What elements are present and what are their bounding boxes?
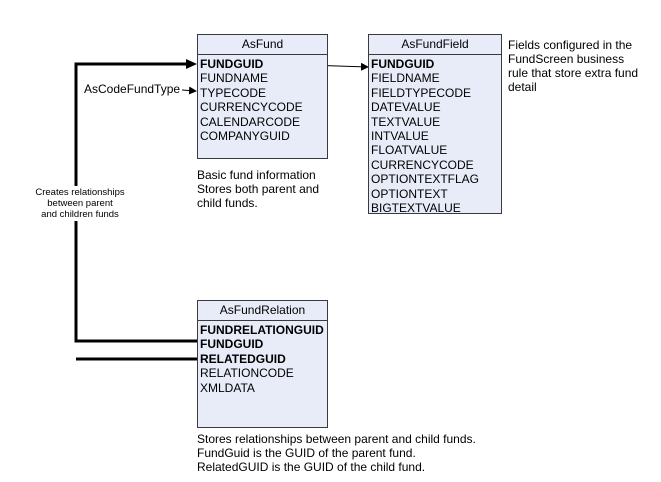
asfund-field-typecode: TYPECODE — [200, 85, 267, 100]
asfundfield-field-currencycode: CURRENCYCODE — [371, 157, 474, 172]
asfundrelation-title: AsFundRelation — [198, 301, 327, 321]
asfundfield-note: Fields configured in the FundScreen busi… — [508, 38, 638, 94]
asfund-field-companyguid: COMPANYGUID — [200, 129, 290, 144]
asfund-field-calendarcode: CALENDARCODE — [200, 114, 301, 129]
relationships-note-line: and children funds — [41, 209, 119, 220]
asfundfield-field-fieldtypecode: FIELDTYPECODE — [371, 85, 472, 100]
asfundrelation-fields: FUNDRELATIONGUID FUNDGUID RELATEDGUID RE… — [198, 321, 327, 395]
asfund-note: Basic fund information Stores both paren… — [197, 168, 319, 210]
asfundrelation-field-xmldata: XMLDATA — [200, 380, 255, 395]
asfundrelation-field-relationcode: RELATIONCODE — [200, 366, 294, 381]
asfundfield-field-floatvalue: FLOATVALUE — [371, 143, 448, 158]
asfund-note-line: child funds. — [197, 196, 258, 210]
asfundfield-note-line: detail — [508, 80, 537, 94]
relationships-note-line: between parent — [47, 198, 113, 209]
relationships-note-line: Creates relationships — [35, 187, 125, 198]
asfundfield-entity: AsFundField FUNDGUID FIELDNAME FIELDTYPE… — [368, 34, 502, 215]
asfundrelation-note-line: RelatedGUID is the GUID of the child fun… — [197, 460, 426, 474]
asfund-note-line: Basic fund information — [197, 168, 316, 182]
asfundrelation-note: Stores relationships between parent and … — [197, 432, 476, 474]
asfundfield-field-datevalue: DATEVALUE — [371, 100, 441, 115]
asfundfield-fields: FUNDGUID FIELDNAME FIELDTYPECODE DATEVAL… — [369, 55, 501, 215]
asfundfield-field-textvalue: TEXTVALUE — [371, 114, 441, 129]
asfundrelation-note-line: FundGuid is the GUID of the parent fund. — [197, 446, 416, 460]
asfundfield-note-line: FundScreen business — [508, 52, 625, 66]
asfund-field-fundguid: FUNDGUID — [200, 57, 264, 71]
asfundrelation-field-relatedguid: RELATEDGUID — [200, 351, 286, 366]
asfundfield-note-line: rule that store extra fund — [508, 66, 639, 80]
asfundrelation-field-fundguid: FUNDGUID — [200, 337, 264, 352]
asfund-entity: AsFund FUNDGUID FUNDNAME TYPECODE CURREN… — [197, 34, 328, 159]
asfund-field-currencycode: CURRENCYCODE — [200, 100, 303, 115]
asfund-field-fundname: FUNDNAME — [200, 71, 268, 86]
codefundtype-label: AsCodeFundType — [84, 82, 181, 96]
codefundtype-connector — [181, 86, 197, 95]
asfundrelation-note-line: Stores relationships between parent and … — [197, 432, 476, 446]
asfundfield-title: AsFundField — [369, 35, 501, 55]
asfundrelation-entity: AsFundRelation FUNDRELATIONGUID FUNDGUID… — [197, 300, 328, 428]
asfundfield-field-fieldname: FIELDNAME — [371, 71, 440, 86]
asfund-title: AsFund — [198, 35, 327, 55]
asfundfield-field-optiontextflag: OPTIONTEXTFLAG — [371, 172, 480, 187]
relationship-connector-head — [186, 59, 197, 69]
asfundfield-field-optiontext: OPTIONTEXT — [371, 186, 448, 201]
asfund-fields: FUNDGUID FUNDNAME TYPECODE CURRENCYCODE … — [198, 55, 327, 143]
asfundrelation-field-fundrelationguid: FUNDRELATIONGUID — [200, 323, 324, 337]
asfundfield-field-fundguid: FUNDGUID — [371, 57, 435, 71]
asfundfield-field-intvalue: INTVALUE — [371, 129, 429, 144]
asfund-note-line: Stores both parent and — [197, 182, 320, 196]
asfundfield-field-bigtextvalue: BIGTEXTVALUE — [371, 201, 461, 216]
relationships-note: Creates relationships between parent and… — [28, 186, 132, 221]
asfundfield-note-line: Fields configured in the — [508, 38, 633, 52]
